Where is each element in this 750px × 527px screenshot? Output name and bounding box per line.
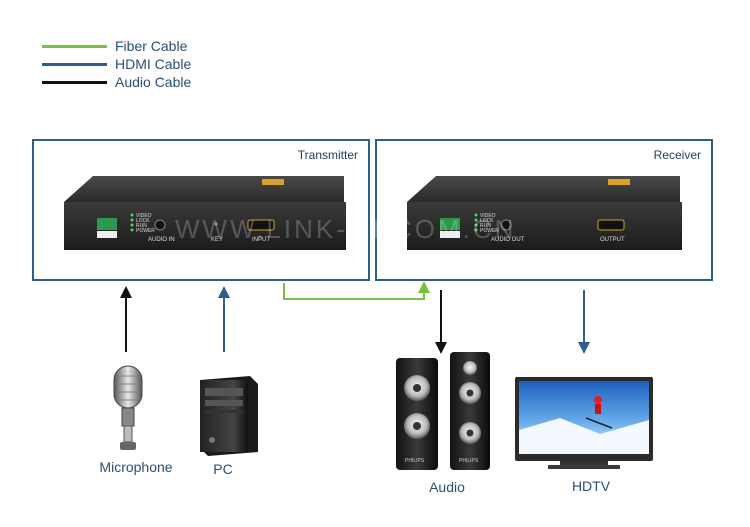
fiber-line-swatch [42, 44, 107, 48]
microphone-icon [113, 365, 143, 450]
rx-output-label: OUTPUT [600, 237, 625, 243]
tx-key-label: KEY [211, 237, 223, 243]
watermark-text: WWW.LINK-MI.COM.CN [175, 214, 516, 244]
speaker-left-brand: PHILIPS [405, 458, 425, 464]
transmitter-title: Transmitter [297, 148, 358, 162]
hdmi-line-swatch [42, 62, 107, 66]
legend-audio-label: Audio Cable [115, 74, 192, 90]
legend-hdmi: HDMI Cable [42, 55, 191, 73]
legend-hdmi-label: HDMI Cable [115, 56, 192, 72]
speaker-right-brand: PHILIPS [459, 458, 479, 464]
pc-icon [200, 376, 258, 456]
pc-label: PC [213, 461, 233, 477]
tx-led-lock: LOCK [136, 218, 150, 224]
transmitter-device: VIDEO LOCK RUN POWER AUDIO IN KEY INPUT [64, 176, 346, 250]
rx-led-lock: LOCK [480, 218, 494, 224]
rx-audio-out-label: AUDIO OUT [491, 237, 525, 243]
fiber-link-arrow [283, 281, 430, 300]
legend-fiber: Fiber Cable [42, 37, 187, 55]
audio-label: Audio [429, 479, 465, 495]
receiver-device: VIDEO LOCK RUN POWER AUDIO OUT OUTPUT [407, 176, 682, 250]
hdtv-icon [515, 377, 653, 469]
microphone-label: Microphone [99, 459, 173, 475]
receiver-title: Receiver [653, 148, 701, 162]
tx-input-label: INPUT [252, 237, 270, 243]
tx-led-run: RUN [136, 223, 147, 229]
tx-led-video: VIDEO [136, 213, 152, 219]
rx-led-video: VIDEO [480, 213, 496, 219]
audio-line-swatch [42, 80, 107, 84]
legend-fiber-label: Fiber Cable [115, 38, 188, 54]
tx-led-power: POWER [136, 228, 155, 234]
hdtv-label: HDTV [571, 478, 611, 494]
speaker-left-icon: PHILIPS [396, 358, 438, 470]
speaker-right-icon: PHILIPS [450, 352, 490, 470]
legend-audio: Audio Cable [42, 73, 191, 91]
rx-led-run: RUN [480, 223, 491, 229]
rx-led-power: POWER [480, 228, 499, 234]
tx-audio-in-label: AUDIO IN [148, 237, 175, 243]
